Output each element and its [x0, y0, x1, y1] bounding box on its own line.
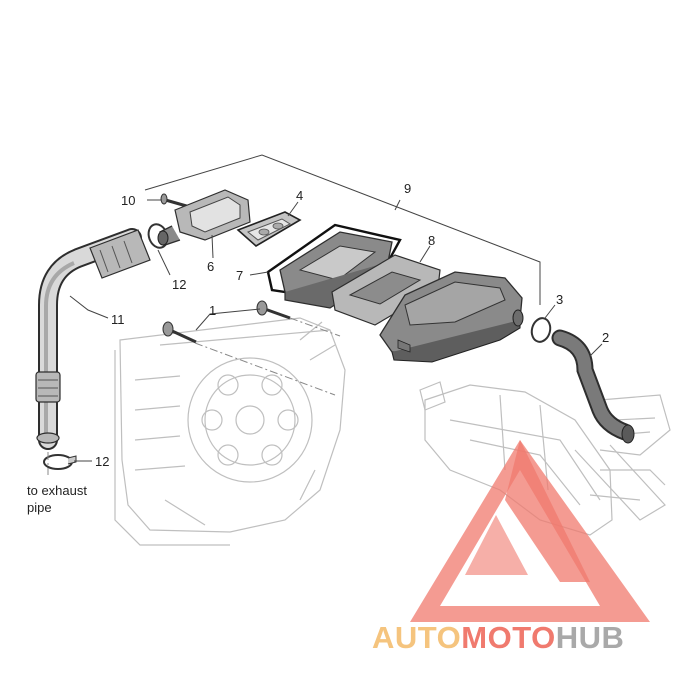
callout-12-bottom: 12 — [95, 454, 109, 469]
exhaust-note: to exhaust pipe — [27, 483, 87, 515]
callout-12-top: 12 — [172, 277, 186, 292]
callout-labels: 10 4 9 8 6 7 12 3 2 1 11 12 — [95, 181, 609, 469]
hose-part-2 — [551, 329, 635, 444]
callout-7: 7 — [236, 268, 243, 283]
watermark-hub: HUB — [556, 620, 625, 655]
valve-cover-part-6 — [157, 189, 251, 246]
engine-case-ghost — [114, 317, 346, 546]
watermark-moto: MOTO — [461, 620, 555, 655]
housing-part-9 — [379, 271, 524, 363]
hose-part-11 — [35, 228, 151, 450]
gasket-part-4 — [236, 211, 302, 247]
watermark-auto: AUTO — [372, 620, 461, 655]
watermark-triangle-icon — [410, 440, 650, 622]
assembly-axes — [47, 317, 341, 475]
clamp-part-12-bottom — [43, 454, 77, 470]
screws-part-1 — [162, 300, 291, 344]
frame-ghost — [419, 381, 671, 536]
automotohub-watermark: AUTOMOTOHUB — [372, 440, 650, 655]
callout-3: 3 — [556, 292, 563, 307]
leader-lines — [69, 154, 603, 462]
note-line-2: pipe — [27, 500, 52, 515]
watermark-slash-icon — [505, 440, 590, 582]
callout-9: 9 — [404, 181, 411, 196]
callout-11: 11 — [111, 312, 125, 327]
callout-6: 6 — [207, 259, 214, 274]
callout-4: 4 — [296, 188, 303, 203]
note-line-1: to exhaust — [27, 483, 87, 498]
screw-part-10 — [160, 193, 191, 209]
watermark-inner-triangle-icon — [465, 515, 528, 575]
callout-10: 10 — [121, 193, 135, 208]
callout-2: 2 — [602, 330, 609, 345]
callout-1: 1 — [209, 303, 216, 318]
callout-8: 8 — [428, 233, 435, 248]
reed-plate-part-8 — [331, 254, 441, 326]
valve-body-part-9 — [279, 231, 393, 309]
clamp-part-3 — [530, 317, 552, 343]
watermark-wordmark: AUTOMOTOHUB — [372, 620, 624, 655]
